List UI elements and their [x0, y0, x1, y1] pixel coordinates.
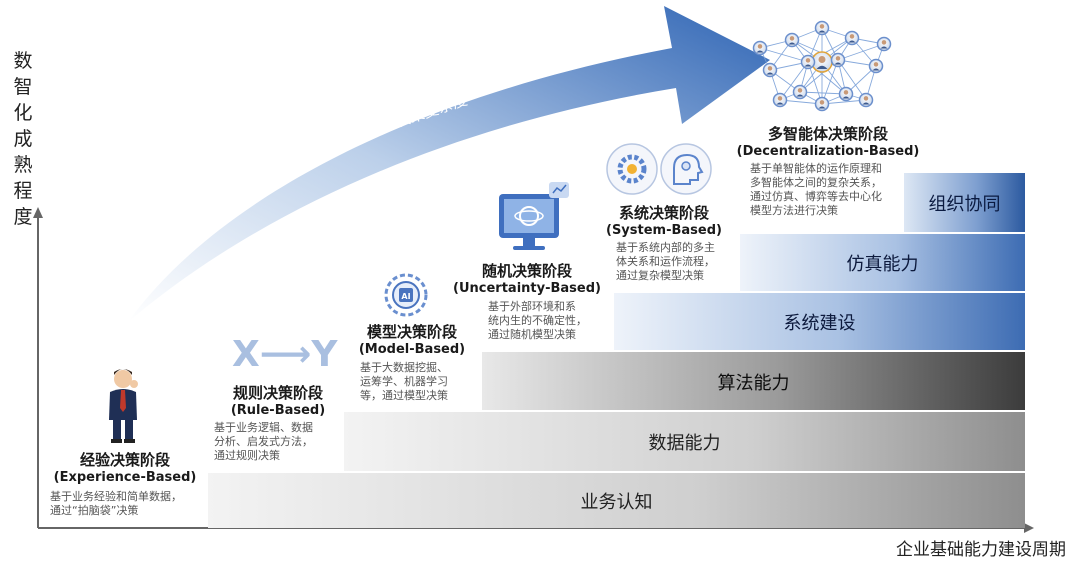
stage-desc-line: 等，通过模型决策 — [360, 389, 448, 402]
stage-uncertainty: 随机决策阶段 (Uncertainty-Based) 基于外部环境和系 统内生的… — [442, 262, 612, 342]
band-simulation-capability — [740, 234, 1025, 292]
ai-chip-icon: AI — [384, 273, 428, 317]
stage-model: 模型决策阶段 (Model-Based) 基于大数据挖掘、 运筹学、机器学习 等… — [348, 323, 476, 403]
stage-title: 经验决策阶段 — [79, 451, 170, 469]
network-person-node — [830, 52, 846, 68]
stage-desc-line: 体关系和运作流程， — [616, 255, 715, 268]
band-system-building — [614, 293, 1025, 351]
network-link — [821, 99, 867, 105]
band-label-data-capability: 数据能力 — [648, 433, 721, 454]
network-person-node — [784, 32, 800, 48]
stage-desc-line: 统内生的不确定性， — [488, 314, 587, 327]
stage-desc-line: 基于大数据挖掘、 — [360, 361, 448, 374]
stage-desc-line: 基于系统内部的多主 — [616, 241, 715, 254]
staircase — [208, 173, 1025, 528]
network-person-node — [792, 84, 808, 100]
stage-subtitle: (System-Based) — [606, 223, 722, 238]
x-axis-title: 企业基础能力建设周期 — [896, 540, 1066, 560]
stage-desc-line: 基于单智能体的运作原理和 — [750, 162, 882, 175]
band-label-simulation-capability: 仿真能力 — [846, 254, 919, 275]
band-business-cognition — [208, 473, 1025, 528]
band-data-capability — [344, 412, 1025, 472]
stage-desc-line: 通过随机模型决策 — [488, 328, 576, 341]
network-people-icon — [752, 20, 892, 112]
gear-icon — [606, 143, 658, 195]
svg-text:AI: AI — [401, 292, 410, 301]
band-label-org-collaboration: 组织协同 — [928, 194, 1001, 215]
head-brain-icon — [660, 143, 712, 195]
stage-desc-line: 多智能体之间的复杂关系， — [750, 176, 882, 189]
stage-desc-line: 运筹学、机器学习 — [360, 375, 448, 388]
stage-desc: 基于业务逻辑、数据 分析、启发式方法， 通过规则决策 — [208, 421, 348, 463]
stage-subtitle: (Model-Based) — [358, 342, 466, 357]
stage-desc-line: 通过仿真、博弈等去中心化 — [750, 190, 882, 203]
network-link — [807, 61, 823, 105]
network-person-node — [814, 96, 830, 112]
stage-title: 随机决策阶段 — [481, 262, 572, 280]
stage-desc: 基于业务经验和简单数据， 通过“拍脑袋”决策 — [40, 490, 210, 518]
stage-desc-line: 基于业务经验和简单数据， — [50, 490, 182, 503]
stage-subtitle: (Uncertainty-Based) — [453, 281, 601, 296]
stage-rule: 规则决策阶段 (Rule-Based) 基于业务逻辑、数据 分析、启发式方法， … — [208, 384, 348, 463]
stage-desc-line: 通过规则决策 — [214, 449, 280, 462]
stage-desc: 基于系统内部的多主 体关系和运作流程， 通过复杂模型决策 — [596, 241, 732, 283]
network-person-node — [800, 54, 816, 70]
stage-experience: 经验决策阶段 (Experience-Based) 基于业务经验和简单数据， 通… — [40, 451, 210, 518]
stage-subtitle: (Rule-Based) — [230, 403, 326, 418]
network-person-node — [762, 62, 778, 78]
x-to-y-label: X⟶Y — [232, 334, 338, 375]
network-link — [837, 43, 885, 61]
network-person-node — [772, 92, 788, 108]
complexity-arrow — [128, 6, 770, 322]
network-person-node — [844, 30, 860, 46]
stage-desc-line: 模型方法进行决策 — [750, 204, 838, 217]
network-link — [759, 47, 809, 63]
businessman-icon — [109, 369, 138, 443]
stage-title: 系统决策阶段 — [618, 204, 709, 222]
network-link — [779, 61, 809, 101]
stage-desc: 基于外部环境和系 统内生的不确定性， 通过随机模型决策 — [442, 300, 612, 342]
stage-desc-line: 基于业务逻辑、数据 — [214, 421, 313, 434]
stage-title: 模型决策阶段 — [366, 323, 457, 341]
band-label-algorithm-capability: 算法能力 — [717, 372, 790, 394]
stage-desc: 基于大数据挖掘、 运筹学、机器学习 等，通过模型决策 — [348, 361, 476, 403]
network-person-node — [858, 92, 874, 108]
network-person-node — [814, 20, 830, 36]
stage-desc-line: 通过复杂模型决策 — [616, 269, 704, 282]
stage-desc-line: 通过“拍脑袋”决策 — [50, 504, 139, 517]
network-person-node — [752, 40, 768, 56]
band-algorithm-capability — [482, 352, 1025, 411]
band-label-business-cognition: 业务认知 — [580, 491, 653, 513]
stage-desc: 基于单智能体的运作原理和 多智能体之间的复杂关系， 通过仿真、博弈等去中心化 模… — [722, 162, 934, 218]
stage-title: 规则决策阶段 — [232, 384, 323, 402]
network-person-node — [838, 86, 854, 102]
computer-brain-icon — [499, 182, 569, 250]
stage-subtitle: (Decentralization-Based) — [736, 144, 920, 159]
network-person-node — [876, 36, 892, 52]
y-axis-title: 数智化成熟程度 — [13, 50, 33, 228]
band-label-system-building: 系统建设 — [783, 313, 856, 334]
stage-system: 系统决策阶段 (System-Based) 基于系统内部的多主 体关系和运作流程… — [596, 204, 732, 283]
stage-decentralization: 多智能体决策阶段 (Decentralization-Based) 基于单智能体… — [722, 125, 934, 218]
network-link — [821, 59, 839, 105]
network-link — [799, 91, 847, 95]
band-org-collaboration — [904, 173, 1025, 233]
stage-title: 多智能体决策阶段 — [767, 125, 888, 143]
stage-subtitle: (Experience-Based) — [53, 470, 197, 485]
stage-desc-line: 分析、启发式方法， — [214, 435, 313, 448]
network-person-node — [868, 58, 884, 74]
stage-desc-line: 基于外部环境和系 — [488, 300, 576, 313]
network-link — [837, 59, 867, 101]
